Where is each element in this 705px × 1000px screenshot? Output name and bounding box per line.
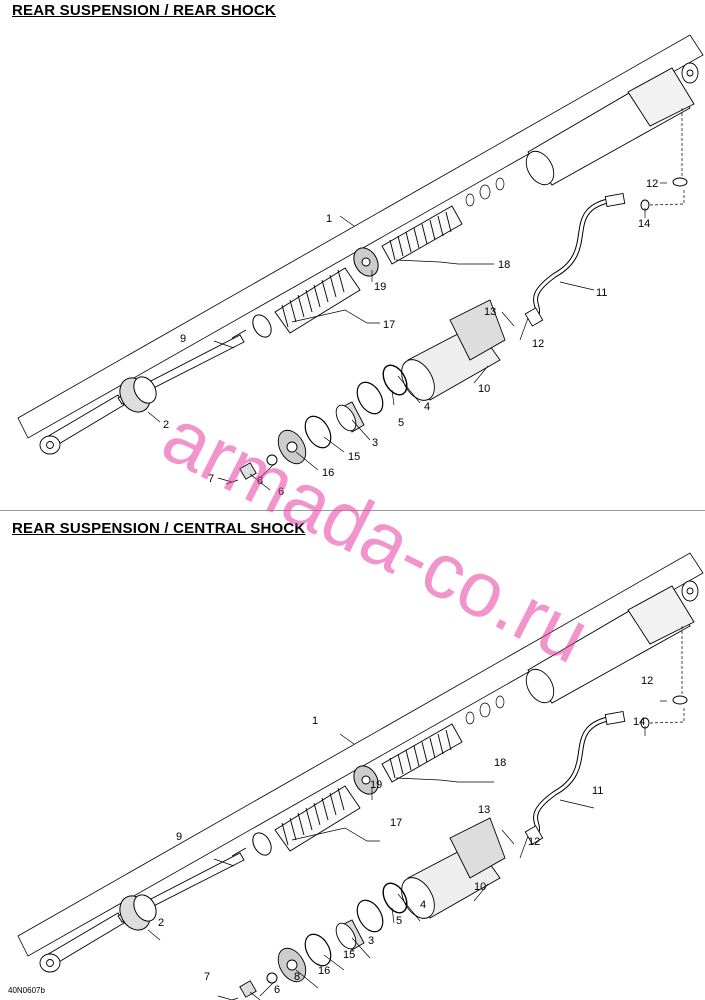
callout-7: 7 bbox=[208, 473, 214, 485]
callout-16: 16 bbox=[322, 467, 334, 479]
callout-16: 16 bbox=[318, 965, 330, 977]
callout-1: 1 bbox=[312, 715, 318, 727]
callout-17: 17 bbox=[390, 817, 402, 829]
callout-17: 17 bbox=[383, 319, 395, 331]
figure-code: 40N0607b bbox=[8, 986, 45, 995]
callouts-central-shock: 1 2 3 4 5 6 7 8 9 10 11 12 12 13 14 15 1… bbox=[158, 675, 653, 996]
callout-18: 18 bbox=[494, 757, 506, 769]
callout-6: 6 bbox=[274, 984, 280, 996]
callout-4: 4 bbox=[420, 899, 426, 911]
callout-19: 19 bbox=[374, 281, 386, 293]
callout-14: 14 bbox=[638, 218, 650, 230]
callout-12a: 12 bbox=[646, 178, 658, 190]
central-shock-drawing bbox=[18, 553, 703, 1000]
callouts-rear-shock: 1 2 3 4 5 6 7 8 9 10 11 12 12 13 14 15 1… bbox=[163, 178, 658, 498]
callout-3: 3 bbox=[368, 935, 374, 947]
callout-7: 7 bbox=[204, 971, 210, 983]
callout-10: 10 bbox=[478, 383, 490, 395]
callout-5: 5 bbox=[396, 915, 402, 927]
callout-12b: 12 bbox=[532, 338, 544, 350]
diagram-title-rear-shock: REAR SUSPENSION / REAR SHOCK bbox=[12, 2, 276, 19]
rear-shock-drawing bbox=[18, 35, 703, 490]
callout-12a: 12 bbox=[641, 675, 653, 687]
callout-8: 8 bbox=[294, 971, 300, 983]
callout-5: 5 bbox=[398, 417, 404, 429]
callout-2: 2 bbox=[163, 419, 169, 431]
callout-15: 15 bbox=[343, 949, 355, 961]
callout-3: 3 bbox=[372, 437, 378, 449]
callout-6: 6 bbox=[278, 486, 284, 498]
callout-13: 13 bbox=[478, 804, 490, 816]
callout-13: 13 bbox=[484, 306, 496, 318]
callout-11: 11 bbox=[596, 287, 607, 299]
callout-11: 11 bbox=[592, 785, 603, 797]
callout-14: 14 bbox=[633, 716, 645, 728]
callout-12b: 12 bbox=[528, 836, 540, 848]
section-divider bbox=[0, 510, 705, 511]
callout-19: 19 bbox=[370, 779, 382, 791]
callout-15: 15 bbox=[348, 451, 360, 463]
callout-8: 8 bbox=[257, 475, 263, 487]
callout-4: 4 bbox=[424, 401, 430, 413]
callout-18: 18 bbox=[498, 259, 510, 271]
callout-9: 9 bbox=[180, 333, 186, 345]
diagram-title-central-shock: REAR SUSPENSION / CENTRAL SHOCK bbox=[12, 520, 306, 537]
callout-1: 1 bbox=[326, 213, 332, 225]
callout-10: 10 bbox=[474, 881, 486, 893]
callout-9: 9 bbox=[176, 831, 182, 843]
callout-2: 2 bbox=[158, 917, 164, 929]
